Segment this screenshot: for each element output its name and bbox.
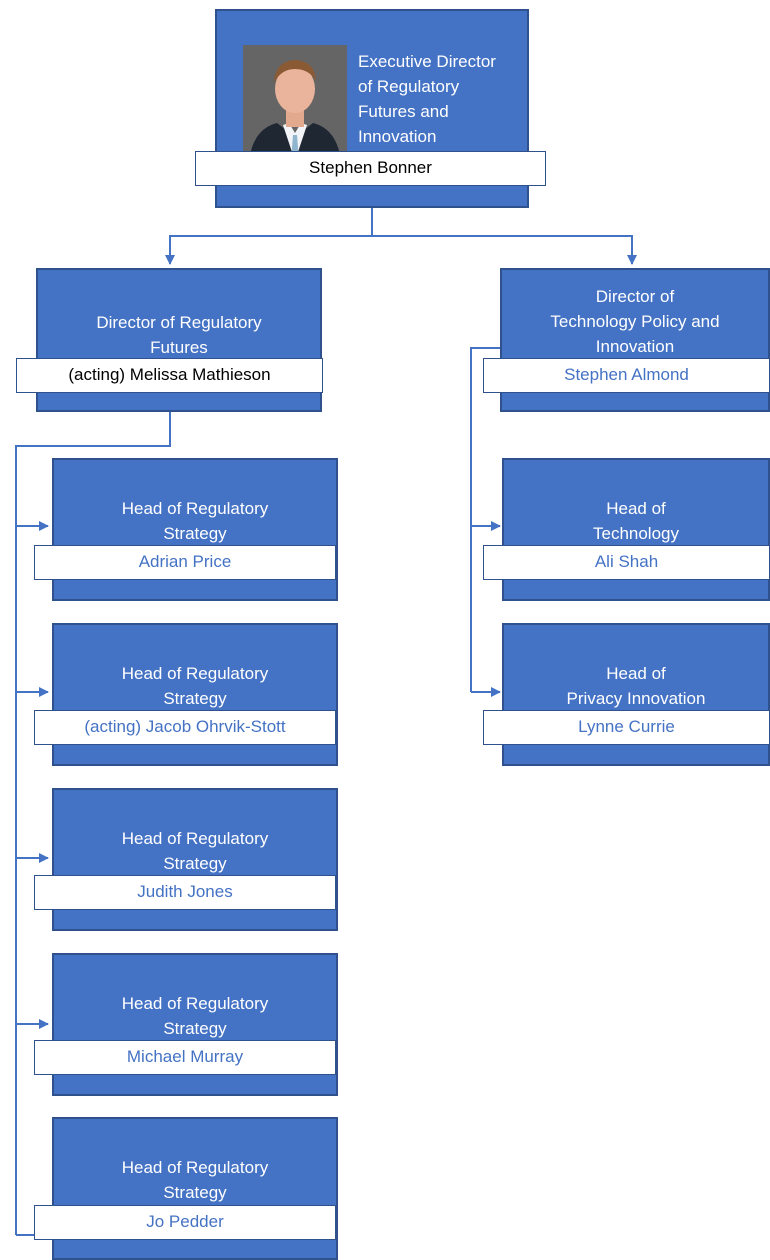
- connector-exec-to-dir-tpi: [372, 235, 637, 265]
- connector-dir-tpi-trunk: [470, 347, 500, 692]
- head-name: Jo Pedder: [34, 1205, 336, 1240]
- head-name: Adrian Price: [34, 545, 336, 580]
- head-title: Head of Regulatory Strategy: [121, 1158, 269, 1202]
- executive-photo: [243, 45, 347, 161]
- connector-exec-to-dir-rf: [165, 208, 373, 265]
- head-title: Head of Regulatory Strategy: [121, 664, 269, 708]
- director-technology-policy-name: Stephen Almond: [483, 358, 770, 393]
- head-title: Head of Privacy Innovation: [566, 664, 706, 708]
- head-title: Head of Technology: [592, 499, 679, 543]
- head-name: (acting) Jacob Ohrvik-Stott: [34, 710, 336, 745]
- head-title: Head of Regulatory Strategy: [121, 829, 269, 873]
- head-name: Ali Shah: [483, 545, 770, 580]
- head-name: Lynne Currie: [483, 710, 770, 745]
- head-title: Head of Regulatory Strategy: [121, 499, 269, 543]
- head-name: Michael Murray: [34, 1040, 336, 1075]
- head-title: Head of Regulatory Strategy: [121, 994, 269, 1038]
- head-name: Judith Jones: [34, 875, 336, 910]
- director-regulatory-futures-name: (acting) Melissa Mathieson: [16, 358, 323, 393]
- director-regulatory-futures-title: Director of Regulatory Futures: [96, 313, 262, 357]
- connector-dir-rf-trunk: [15, 412, 171, 1235]
- executive-title: Executive Director of Regulatory Futures…: [358, 52, 496, 146]
- director-technology-policy-title: Director of Technology Policy and Innova…: [550, 287, 720, 356]
- executive-name: Stephen Bonner: [195, 151, 546, 186]
